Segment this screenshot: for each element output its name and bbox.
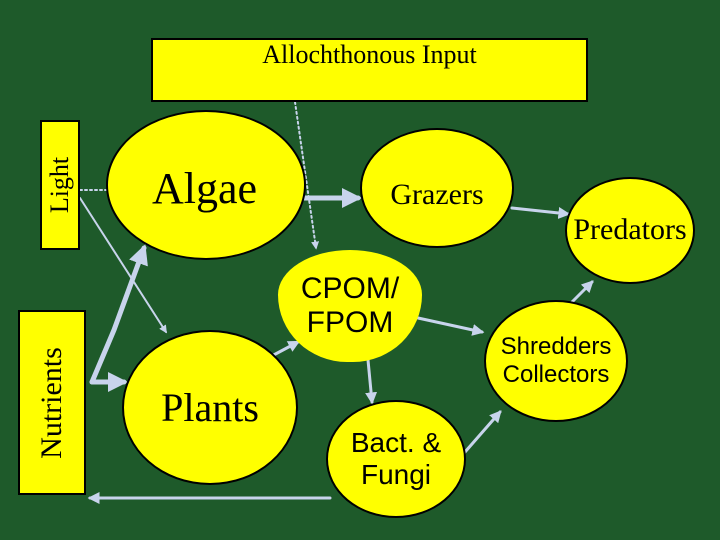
arrow-cpom-bact [365, 358, 378, 405]
nutrients-label: Nutrients [35, 346, 68, 459]
cpom-fpom-label: CPOM/ FPOM [300, 271, 400, 340]
bact-fungi-label: Bact. & Fungi [350, 426, 442, 490]
light-label: Light [45, 156, 74, 214]
allochthonous-input-box: Allochthonous Input [151, 38, 588, 102]
predators-label: Predators [573, 213, 687, 247]
arrow-nutrients-algae [89, 244, 148, 385]
algae-label: Algae [152, 164, 258, 213]
cpom-fpom-node: CPOM/ FPOM [278, 250, 422, 362]
arrow-allochthonous-cpom [294, 101, 320, 250]
allochthonous-input-label: Allochthonous Input [262, 40, 477, 69]
plants-label: Plants [161, 384, 259, 430]
arrow-light-plants [79, 197, 167, 334]
grazers-label: Grazers [390, 178, 484, 211]
plants-node: Plants [122, 330, 298, 485]
nutrients-box: Nutrients [18, 310, 86, 495]
predators-node: Predators [565, 177, 695, 284]
algae-node: Algae [106, 110, 306, 260]
bact-fungi-node: Bact. & Fungi [326, 400, 466, 518]
arrow-grazers-predators [510, 206, 571, 219]
light-box: Light [40, 120, 80, 250]
shredders-collectors-label: Shredders Collectors [500, 333, 612, 388]
shredders-collectors-node: Shredders Collectors [484, 300, 628, 422]
arrow-cpom-shredders [416, 316, 485, 336]
grazers-node: Grazers [360, 128, 514, 248]
